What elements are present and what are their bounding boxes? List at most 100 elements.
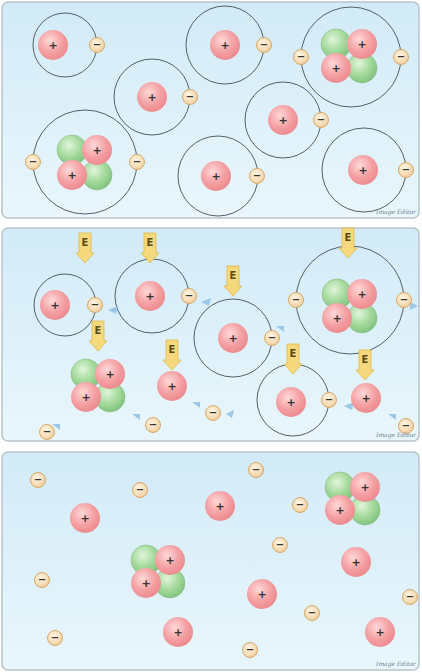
proton: + [163,617,193,647]
charge-minus: − [308,608,316,618]
charge-minus: − [276,540,284,550]
charge-minus: − [268,333,276,343]
proton: + [131,568,161,598]
charge-plus: + [375,627,384,638]
proton: + [218,323,248,353]
field-arrow [224,266,242,296]
charge-minus: − [406,592,414,602]
orbits [33,6,406,436]
field-label: E [147,238,154,248]
electron: − [242,642,258,658]
charge-plus: + [105,369,114,380]
proton: + [82,135,112,165]
electron: − [129,154,145,170]
electron: − [293,49,309,65]
charge-minus: − [91,300,99,310]
electron: − [288,292,304,308]
charge-minus: − [43,427,51,437]
electron: − [398,162,414,178]
proton: + [247,579,277,609]
charge-plus: + [278,115,287,126]
charge-minus: − [93,40,101,50]
proton: + [71,382,101,412]
charge-minus: − [149,420,157,430]
electron: − [256,37,272,53]
field-label: E [345,233,352,243]
charge-plus: + [173,627,182,638]
proton: + [95,359,125,389]
field-label: E [82,238,89,248]
charge-plus: + [357,289,366,300]
charge-minus: − [325,395,333,405]
charge-minus: − [317,115,325,125]
charge-minus: − [292,295,300,305]
electron: − [264,330,280,346]
proton: + [347,29,377,59]
proton: + [347,279,377,309]
charge-minus: − [209,408,217,418]
proton: + [351,383,381,413]
electron: − [47,630,63,646]
charge-plus: + [48,40,57,51]
field-label: E [169,345,176,355]
proton: + [321,53,351,83]
electron: − [145,417,161,433]
charge-plus: + [351,557,360,568]
charge-minus: − [253,171,261,181]
charge-plus: + [215,501,224,512]
charge-plus: + [360,482,369,493]
neutrons [57,29,380,598]
watermark: Image Editor [376,432,416,438]
charge-minus: − [252,465,260,475]
proton: + [70,503,100,533]
field-label: E [230,271,237,281]
watermark: Image Editor [376,209,416,215]
charge-plus: + [67,170,76,181]
charge-minus: − [133,157,141,167]
charge-minus: − [136,485,144,495]
electron: − [313,112,329,128]
field-label: E [290,349,297,359]
charge-plus: + [147,92,156,103]
proton: + [205,491,235,521]
electron: − [249,168,265,184]
charge-plus: + [145,291,154,302]
electron: − [272,537,288,553]
charge-plus: + [286,397,295,408]
charge-minus: − [402,421,410,431]
electron: − [321,392,337,408]
electron: − [393,49,409,65]
proton: + [276,387,306,417]
electron: − [34,572,50,588]
proton: + [348,155,378,185]
proton: + [322,303,352,333]
proton: + [157,371,187,401]
electron: − [132,482,148,498]
field-arrow [339,228,357,258]
charge-minus: − [29,157,37,167]
proton: + [40,290,70,320]
charge-plus: + [257,589,266,600]
proton: + [38,30,68,60]
charge-plus: + [228,333,237,344]
charge-plus: + [361,393,370,404]
field-arrows [76,228,374,380]
charge-minus: − [400,295,408,305]
field-arrow [163,340,181,370]
charge-plus: + [331,63,340,74]
proton: + [325,495,355,525]
electron: − [402,589,418,605]
charge-minus: − [402,165,410,175]
proton: + [350,472,380,502]
electron: − [181,288,197,304]
charge-minus: − [260,40,268,50]
electron: − [182,89,198,105]
charge-minus: − [297,52,305,62]
electron: − [248,462,264,478]
proton: + [135,281,165,311]
charge-plus: + [335,505,344,516]
electron: − [39,424,55,440]
field-label: E [362,355,369,365]
charge-plus: + [80,513,89,524]
